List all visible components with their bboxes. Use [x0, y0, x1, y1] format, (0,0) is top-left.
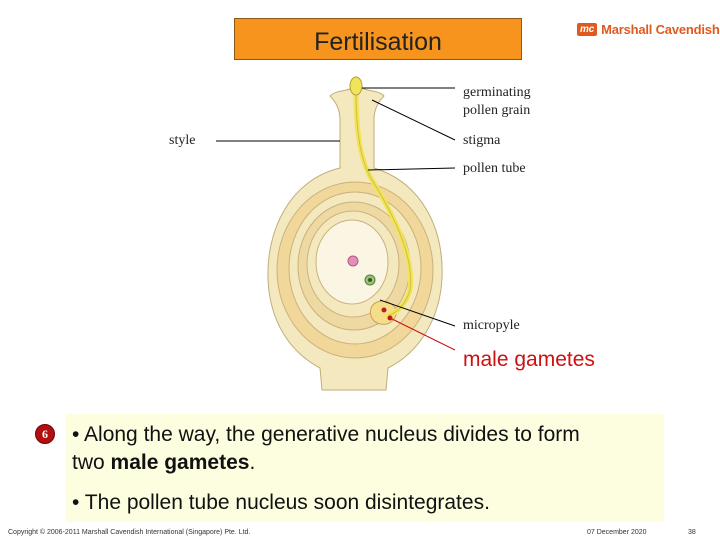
- bullet-1-prefix: two: [72, 451, 111, 474]
- bullet-1-suffix: .: [249, 451, 256, 474]
- pollen-tube-edge: [355, 91, 412, 317]
- bullet-1-bold-term: male gametes: [110, 451, 250, 474]
- step-number-badge: 6: [35, 424, 55, 444]
- leader-micropyle: [379, 299, 456, 327]
- pollen-grain: [349, 76, 363, 96]
- label-micropyle: micropyle: [463, 318, 520, 333]
- slide-title: Fertilisation: [234, 18, 522, 60]
- publisher-logo: mc Marshall Cavendish: [577, 21, 720, 37]
- footer-copyright: Copyright © 2006-2011 Marshall Cavendish…: [8, 529, 251, 536]
- label-pollen-grain: pollen grain: [463, 103, 531, 118]
- leader-pollen-tube: [367, 167, 456, 171]
- label-stigma: stigma: [463, 133, 501, 148]
- label-male-gametes: male gametes: [463, 348, 595, 371]
- logo-mark: mc: [577, 22, 598, 36]
- label-pollen-tube: pollen tube: [463, 161, 526, 176]
- polar-nucleus: [347, 255, 359, 267]
- label-germinating: germinating: [463, 85, 531, 100]
- leader-stigma: [371, 99, 456, 141]
- footer-date: 07 December 2020: [587, 529, 647, 536]
- logo-text: Marshall Cavendish: [601, 21, 720, 37]
- leader-male-gametes: [389, 317, 456, 351]
- egg-nucleus: [368, 278, 372, 282]
- bullet-1-line-2: two male gametes.: [72, 450, 255, 476]
- footer-page-number: 38: [688, 529, 696, 536]
- title-text: Fertilisation: [314, 28, 442, 56]
- step-number: 6: [42, 426, 48, 441]
- male-gamete-1: [381, 307, 387, 313]
- bullet-2: • The pollen tube nucleus soon disintegr…: [72, 491, 490, 514]
- explanation-box: [66, 414, 664, 522]
- label-style: style: [169, 133, 196, 148]
- bullet-1-line-1: • Along the way, the generative nucleus …: [72, 423, 580, 446]
